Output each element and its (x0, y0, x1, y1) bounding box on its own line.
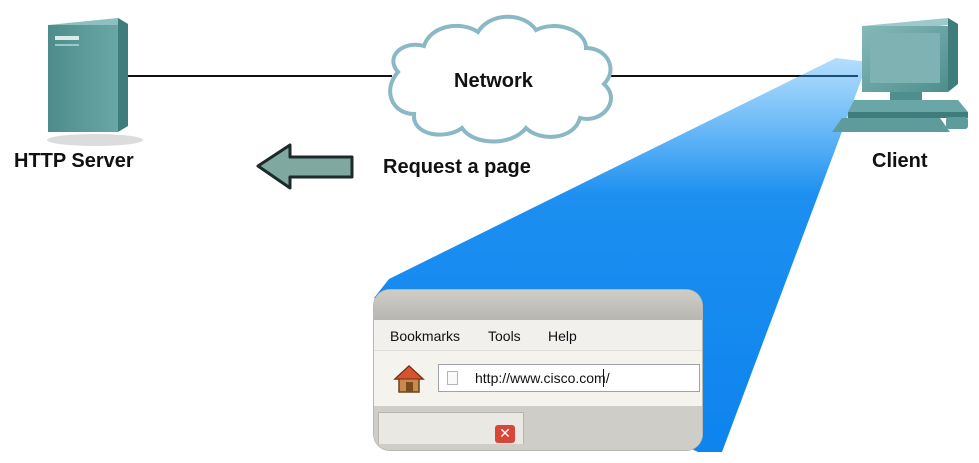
browser-window: Bookmarks Tools Help http://www.cisco.co… (374, 290, 702, 450)
home-icon (393, 364, 425, 393)
menu-bookmarks[interactable]: Bookmarks (390, 328, 461, 344)
home-button[interactable] (392, 362, 426, 396)
browser-titlebar (374, 290, 702, 320)
text-caret (603, 369, 604, 387)
client-computer-icon (832, 18, 968, 132)
browser-tab[interactable]: ✕ (378, 412, 524, 444)
address-bar[interactable]: http://www.cisco.com/ (438, 364, 700, 392)
request-arrow-icon (256, 143, 354, 190)
close-tab-icon[interactable]: ✕ (495, 425, 515, 443)
address-text: http://www.cisco.com/ (475, 370, 610, 386)
page-icon (447, 371, 458, 385)
network-label: Network (454, 70, 533, 92)
menu-help[interactable]: Help (548, 328, 577, 344)
browser-toolbar: http://www.cisco.com/ (374, 351, 702, 406)
cloud-icon (388, 14, 613, 144)
menu-tools[interactable]: Tools (488, 328, 521, 344)
request-label: Request a page (383, 156, 531, 178)
browser-tabstrip: ✕ (374, 406, 702, 450)
client-label: Client (872, 150, 928, 172)
browser-menubar: Bookmarks Tools Help (374, 320, 702, 351)
server-icon (47, 18, 143, 146)
server-label: HTTP Server (14, 150, 134, 172)
